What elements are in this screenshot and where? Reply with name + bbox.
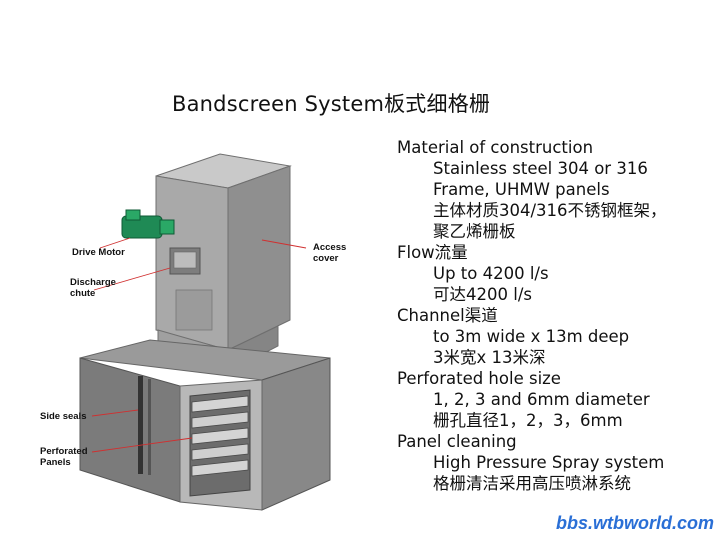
spec-line: Frame, UHMW panels (433, 180, 610, 199)
channel-right (261, 357, 331, 511)
label-drive-motor: Drive Motor (72, 247, 125, 258)
spec-line: Channel渠道 (397, 306, 498, 325)
bandscreen-illustration (79, 153, 331, 511)
spec-line: High Pressure Spray system (433, 453, 665, 472)
spec-line: 聚乙烯栅板 (433, 222, 516, 241)
spec-line: Up to 4200 l/s (433, 264, 549, 283)
spec-line: Stainless steel 304 or 316 (433, 159, 648, 178)
spec-list: Material of construction Stainless steel… (397, 137, 715, 494)
spec-line: 3米宽x 13米深 (433, 348, 546, 367)
spec-line: 1, 2, 3 and 6mm diameter (433, 390, 650, 409)
spec-line: to 3m wide x 13m deep (433, 327, 630, 346)
label-perforated-panels: Perforated Panels (40, 446, 88, 468)
spec-line: Perforated hole size (397, 369, 561, 388)
watermark: bbs.wtbworld.com (555, 513, 714, 533)
spec-line: 格栅清洁采用高压喷淋系统 (433, 474, 631, 493)
label-side-seals: Side seals (40, 411, 87, 422)
drive-motor (121, 209, 175, 239)
side-seals (138, 376, 151, 475)
perforated-panels (191, 395, 249, 477)
spec-line: Flow流量 (397, 243, 468, 262)
spec-line: 栅孔直径1，2，3，6mm (433, 411, 623, 430)
channel-front (79, 357, 181, 503)
spec-line: 可达4200 l/s (433, 285, 532, 304)
spec-line: 主体材质304/316不锈钢框架， (433, 201, 667, 220)
housing-side (227, 165, 291, 351)
spec-line: Material of construction (397, 138, 594, 157)
label-discharge-chute: Discharge chute (70, 277, 116, 299)
label-access-cover: Access cover (313, 242, 347, 264)
spec-line: Panel cleaning (397, 432, 517, 451)
page-title: Bandscreen System板式细格栅 (172, 92, 491, 116)
